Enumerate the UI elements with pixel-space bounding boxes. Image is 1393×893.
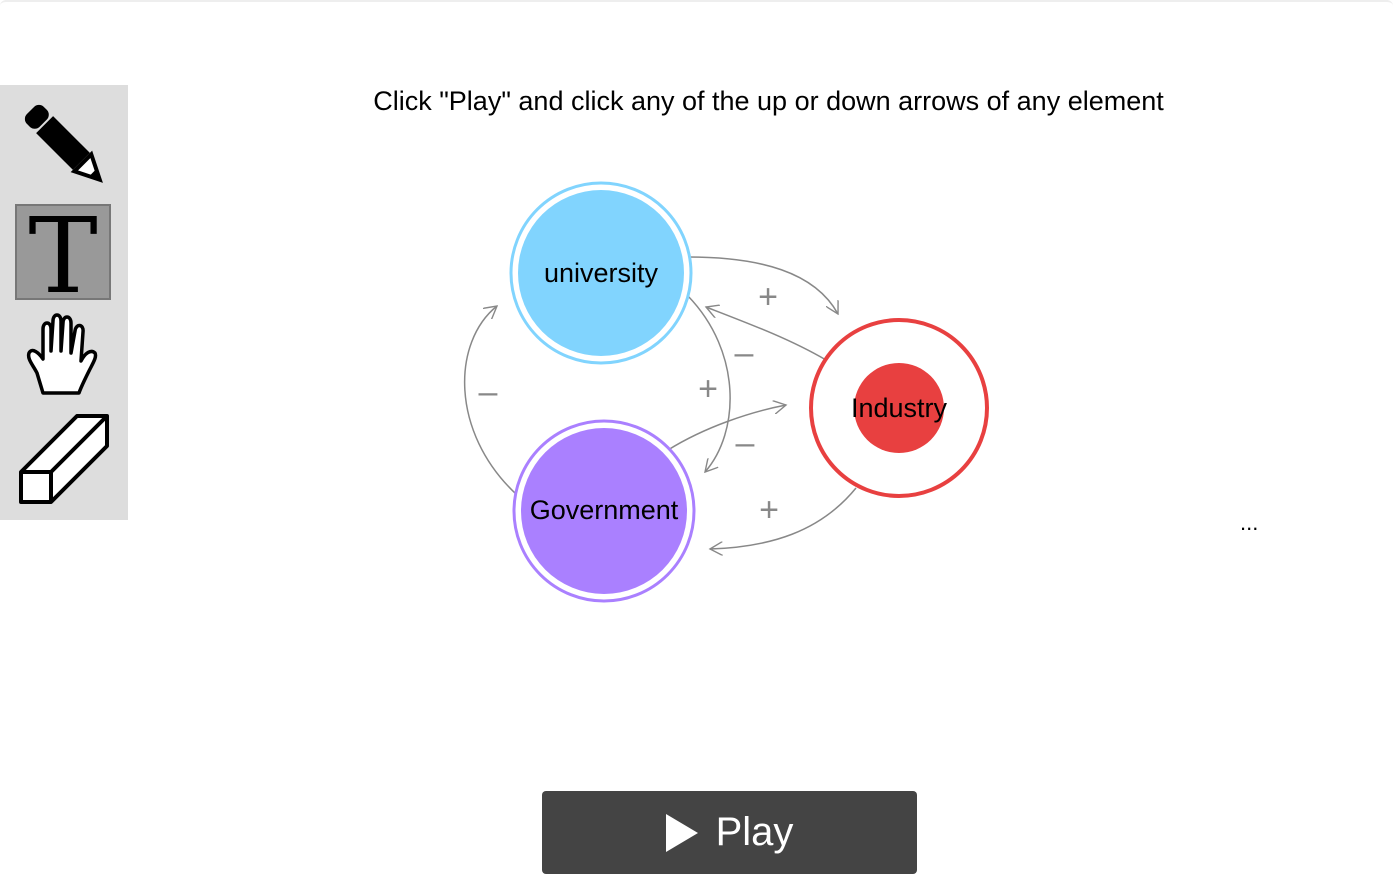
text-tool[interactable]: T bbox=[15, 204, 111, 300]
node-government-label: Government bbox=[530, 495, 679, 525]
arrow-industry-to-university[interactable] bbox=[706, 307, 827, 361]
node-university-label: university bbox=[544, 258, 659, 288]
node-university[interactable]: university bbox=[509, 181, 693, 365]
arrow-industry-to-government[interactable] bbox=[710, 487, 857, 549]
sign-university-to-government: + bbox=[698, 370, 718, 408]
play-button-label: Play bbox=[715, 810, 794, 854]
node-industry-label: Industry bbox=[851, 393, 948, 423]
more-ellipsis[interactable]: ... bbox=[1240, 510, 1259, 535]
sign-industry-to-government: + bbox=[759, 491, 779, 529]
node-government[interactable]: Government bbox=[512, 419, 696, 603]
hand-tool[interactable] bbox=[15, 307, 111, 403]
instruction-text: Click "Play" and click any of the up or … bbox=[373, 86, 1164, 116]
sign-university-to-industry: + bbox=[758, 278, 778, 316]
svg-text:T: T bbox=[28, 206, 97, 298]
sign-government-to-industry: – bbox=[736, 424, 755, 462]
play-icon bbox=[665, 813, 698, 852]
arrow-government-to-university[interactable] bbox=[463, 306, 517, 495]
arrow-university-to-industry[interactable] bbox=[687, 256, 838, 314]
eraser-icon bbox=[19, 414, 109, 504]
node-industry[interactable]: Industry bbox=[809, 318, 989, 498]
pencil-tool[interactable] bbox=[15, 95, 111, 191]
toolbar: T bbox=[0, 85, 128, 520]
sign-government-to-university: – bbox=[479, 373, 498, 411]
pencil-icon bbox=[24, 104, 103, 183]
hand-icon bbox=[26, 313, 98, 395]
text-icon: T bbox=[28, 206, 97, 298]
play-button[interactable]: Play bbox=[542, 791, 917, 874]
eraser-tool[interactable] bbox=[15, 410, 111, 506]
arrow-government-to-industry[interactable] bbox=[667, 405, 786, 451]
arrow-university-to-government[interactable] bbox=[687, 295, 731, 472]
sign-industry-to-university: – bbox=[735, 334, 754, 372]
